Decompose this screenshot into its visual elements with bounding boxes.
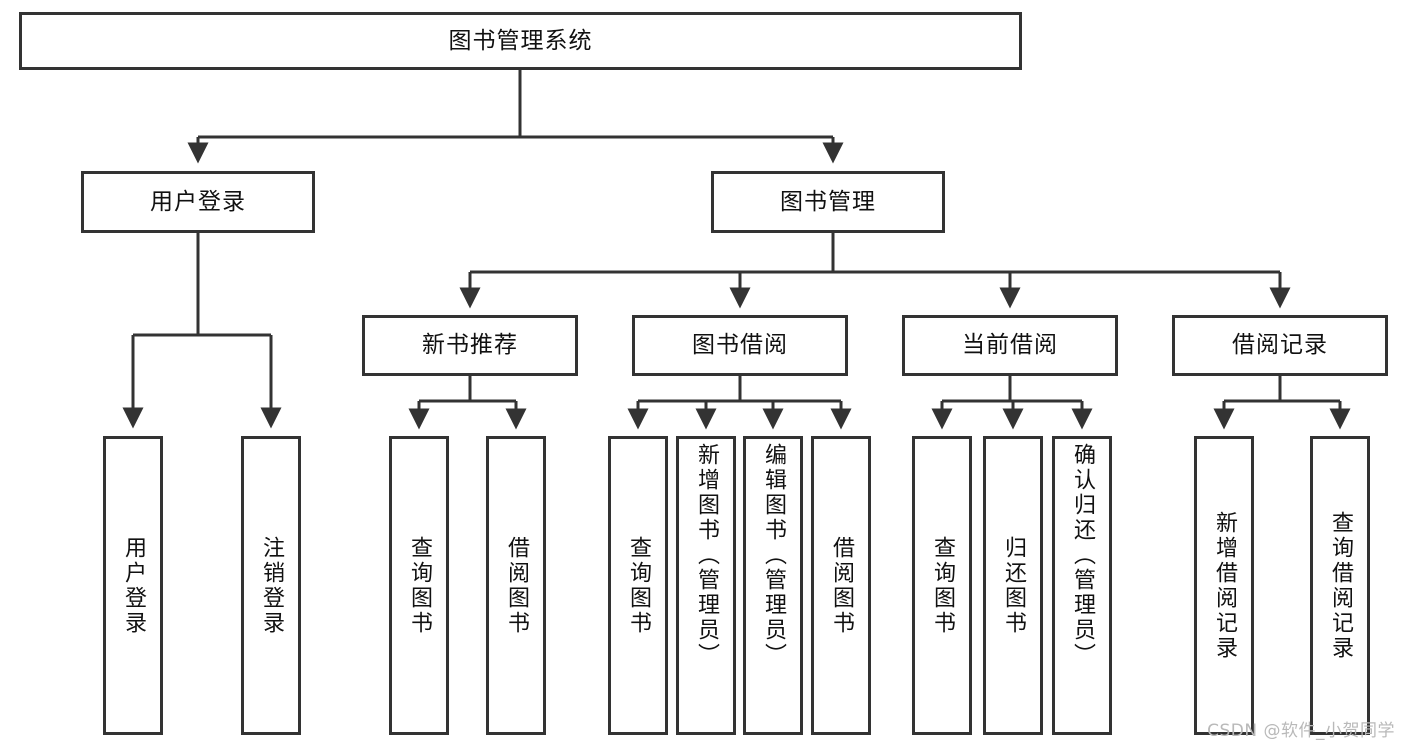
node-label: 新增借阅记录 (1211, 510, 1237, 661)
node-leaf-add-book[interactable]: 新增图书（管理员） (676, 436, 736, 735)
node-leaf-logout[interactable]: 注销登录 (241, 436, 301, 735)
node-label: 图书管理系统 (448, 27, 593, 54)
node-label: 归还图书 (1000, 535, 1026, 636)
node-label: 查询图书 (406, 535, 432, 636)
node-label: 用户登录 (120, 535, 146, 636)
node-leaf-add-record[interactable]: 新增借阅记录 (1194, 436, 1254, 735)
node-label: 查询图书 (625, 535, 651, 636)
node-label: 用户登录 (150, 188, 246, 215)
node-leaf-query-book-1[interactable]: 查询图书 (389, 436, 449, 735)
node-current-borrow[interactable]: 当前借阅 (902, 315, 1118, 376)
node-label: 借阅图书 (828, 535, 854, 636)
node-label: 当前借阅 (962, 332, 1058, 359)
node-label: 编辑图书（管理员） (760, 443, 786, 668)
node-leaf-user-login[interactable]: 用户登录 (103, 436, 163, 735)
node-leaf-query-record[interactable]: 查询借阅记录 (1310, 436, 1370, 735)
node-label: 注销登录 (258, 535, 284, 636)
node-label: 新书推荐 (422, 332, 518, 359)
node-leaf-confirm-return[interactable]: 确认归还（管理员） (1052, 436, 1112, 735)
node-label: 新增图书（管理员） (693, 443, 719, 668)
node-label: 确认归还（管理员） (1069, 443, 1095, 668)
node-new-book-rec[interactable]: 新书推荐 (362, 315, 578, 376)
node-leaf-borrow-book-2[interactable]: 借阅图书 (811, 436, 871, 735)
node-label: 图书借阅 (692, 332, 788, 359)
node-borrow-record[interactable]: 借阅记录 (1172, 315, 1388, 376)
node-label: 借阅记录 (1232, 332, 1328, 359)
csdn-watermark: CSDN @软件_小贺同学 (1207, 721, 1395, 741)
node-label: 查询借阅记录 (1327, 510, 1353, 661)
node-leaf-return-book[interactable]: 归还图书 (983, 436, 1043, 735)
node-label: 查询图书 (929, 535, 955, 636)
node-leaf-query-book-2[interactable]: 查询图书 (608, 436, 668, 735)
node-leaf-edit-book[interactable]: 编辑图书（管理员） (743, 436, 803, 735)
node-leaf-borrow-book-1[interactable]: 借阅图书 (486, 436, 546, 735)
node-label: 借阅图书 (503, 535, 529, 636)
node-leaf-query-book-3[interactable]: 查询图书 (912, 436, 972, 735)
node-book-manage[interactable]: 图书管理 (711, 171, 945, 233)
node-root-system[interactable]: 图书管理系统 (19, 12, 1022, 70)
node-label: 图书管理 (780, 188, 876, 215)
node-user-login[interactable]: 用户登录 (81, 171, 315, 233)
node-book-borrow[interactable]: 图书借阅 (632, 315, 848, 376)
